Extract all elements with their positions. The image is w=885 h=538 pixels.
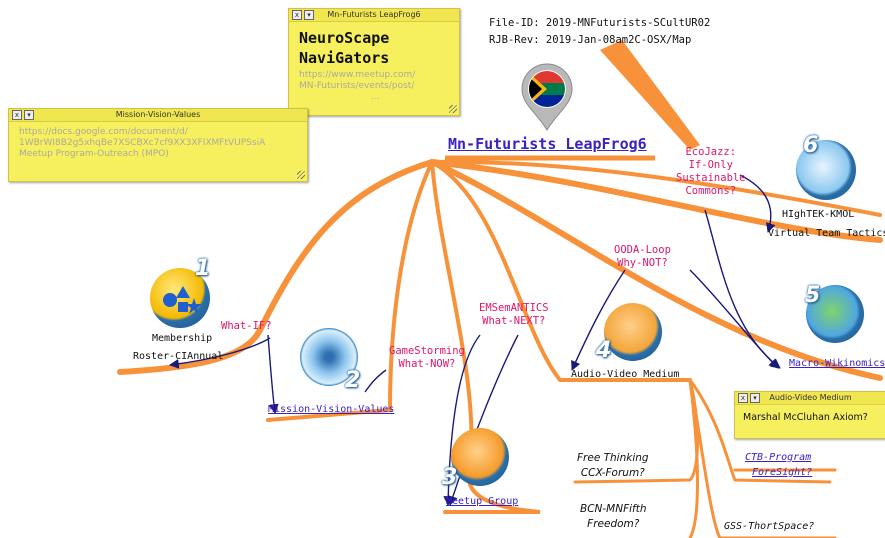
meetup-network-orb-icon[interactable] bbox=[451, 428, 509, 486]
badge-number-2: 2 bbox=[345, 368, 361, 393]
note-heading-line1: NeuroScape bbox=[299, 29, 390, 47]
subtopic-line: CCX-Forum? bbox=[580, 467, 645, 479]
callout-ecojazz[interactable]: EcoJazz: If-Only Sustainable Commons? bbox=[676, 146, 746, 198]
topic-mission-vision[interactable]: Mission-Vision-Values bbox=[268, 404, 395, 415]
note-url-line2[interactable]: MN-Futurists/events/post/ bbox=[299, 81, 415, 91]
note-text: Marshal McCluhan Axiom? bbox=[743, 412, 868, 423]
topic-hightek-line2[interactable]: Virtual Team Tactics bbox=[768, 228, 885, 239]
audio-video-orb-icon[interactable] bbox=[604, 303, 662, 361]
note-line3: Meetup Program-Outreach (MPO) bbox=[19, 149, 169, 159]
subtopic-line: Free Thinking bbox=[577, 452, 649, 464]
callout-emsemantics[interactable]: EMSemANTICS What-NEXT? bbox=[479, 302, 549, 328]
topic-ctb-line1[interactable]: CTB-Program bbox=[745, 452, 812, 463]
note-title: Audio-Video Medium bbox=[769, 393, 852, 402]
file-id-label: File-ID: bbox=[489, 17, 540, 29]
revision-value: 2019-Jan-08am2C-OSX/Map bbox=[545, 34, 692, 46]
note-titlebar[interactable]: x▾ Mn-Futurists LeapFrog6 bbox=[289, 9, 459, 22]
file-id-value: 2019-MNFuturists-SCultUR02 bbox=[545, 17, 711, 29]
vision-eye-orb-icon[interactable] bbox=[300, 328, 358, 386]
topic-membership-line2[interactable]: Roster-CIAnnual bbox=[133, 351, 224, 362]
subtopic-free-thinking[interactable]: Free Thinking CCX-Forum? bbox=[577, 451, 649, 481]
subtopic-line: BCN-MNFifth bbox=[580, 503, 647, 515]
close-icon[interactable]: x bbox=[12, 110, 22, 120]
callout-line: If-Only bbox=[688, 159, 733, 171]
south-africa-flag-pin-icon bbox=[518, 62, 576, 132]
note-line2[interactable]: 1WBrWI8B2g5xhqBe7XSCBXc7cf9XX3XFIXMFtVUP… bbox=[19, 138, 266, 148]
topic-meetup-group[interactable]: Meetup Group bbox=[446, 496, 519, 507]
resize-grip[interactable] bbox=[449, 105, 457, 113]
callout-what-if[interactable]: What-IF? bbox=[221, 320, 272, 332]
topic-ctb-line2[interactable]: ForeSight? bbox=[752, 467, 813, 478]
callout-line: Sustainable bbox=[676, 172, 746, 184]
badge-number-6: 6 bbox=[803, 133, 819, 158]
badge-number-4: 4 bbox=[596, 338, 612, 363]
badge-number-1: 1 bbox=[195, 256, 211, 281]
callout-line: EcoJazz: bbox=[685, 146, 737, 158]
callout-line: Commons? bbox=[685, 185, 737, 197]
badge-number-5: 5 bbox=[805, 283, 821, 308]
hightek-cube-orb-icon[interactable] bbox=[796, 140, 856, 200]
callout-line: GameStorming bbox=[389, 345, 465, 357]
file-id-line: File-ID: 2019-MNFuturists-SCultUR02 bbox=[489, 17, 710, 29]
note-titlebar[interactable]: x▾ Audio-Video Medium bbox=[735, 392, 885, 405]
resize-grip[interactable] bbox=[297, 171, 305, 179]
topic-gss-thortspace[interactable]: GSS-ThortSpace? bbox=[724, 521, 815, 532]
callout-line: What-NEXT? bbox=[482, 315, 546, 327]
revision-line: RJB-Rev: 2019-Jan-08am2C-OSX/Map bbox=[489, 34, 691, 46]
callout-gamestorming[interactable]: GameStorming What-NOW? bbox=[389, 345, 465, 371]
header-pointer bbox=[600, 40, 700, 150]
collapse-icon[interactable]: ▾ bbox=[750, 393, 760, 403]
badge-number-3: 3 bbox=[442, 465, 458, 490]
note-more: ... bbox=[370, 92, 380, 102]
central-topic[interactable]: Mn-Futurists LeapFrog6 bbox=[448, 135, 647, 153]
topic-macro-wikinomics[interactable]: Macro-Wikinomics bbox=[789, 358, 885, 369]
collapse-icon[interactable]: ▾ bbox=[24, 110, 34, 120]
topic-hightek-line1[interactable]: HIghTEK-KMOL bbox=[782, 209, 855, 220]
callout-line: Why-NOT? bbox=[617, 257, 668, 269]
close-icon[interactable]: x bbox=[292, 10, 302, 20]
note-mission-vision[interactable]: x▾ Mission-Vision-Values https://docs.go… bbox=[8, 108, 308, 182]
note-url-line1[interactable]: https://www.meetup.com/ bbox=[299, 70, 416, 80]
subtopic-bcn-mnfifth[interactable]: BCN-MNFifth Freedom? bbox=[580, 502, 647, 532]
topic-audio-video[interactable]: Audio-Video Medium bbox=[571, 369, 680, 380]
membership-orb-icon[interactable] bbox=[150, 268, 210, 328]
revision-label: RJB-Rev: bbox=[489, 34, 540, 46]
wikinomics-orb-icon[interactable] bbox=[806, 285, 864, 343]
callout-line: OODA-Loop bbox=[614, 244, 671, 256]
note-line1[interactable]: https://docs.google.com/document/d/ bbox=[19, 127, 188, 137]
note-title: Mission-Vision-Values bbox=[115, 110, 201, 119]
callout-line: EMSemANTICS bbox=[479, 302, 549, 314]
subtopic-line: Freedom? bbox=[587, 518, 640, 530]
note-title: Mn-Futurists LeapFrog6 bbox=[327, 10, 421, 19]
callout-ooda-loop[interactable]: OODA-Loop Why-NOT? bbox=[614, 244, 671, 270]
note-neuroscape[interactable]: x▾ Mn-Futurists LeapFrog6 NeuroScape Nav… bbox=[288, 8, 460, 116]
callout-line: What-NOW? bbox=[398, 358, 456, 370]
collapse-icon[interactable]: ▾ bbox=[304, 10, 314, 20]
close-icon[interactable]: x bbox=[738, 393, 748, 403]
topic-membership-line1[interactable]: Membership bbox=[152, 333, 213, 344]
note-heading-line2: NaviGators bbox=[299, 49, 390, 67]
note-audio-video[interactable]: x▾ Audio-Video Medium Marshal McCluhan A… bbox=[734, 391, 885, 439]
note-titlebar[interactable]: x▾ Mission-Vision-Values bbox=[9, 109, 307, 122]
